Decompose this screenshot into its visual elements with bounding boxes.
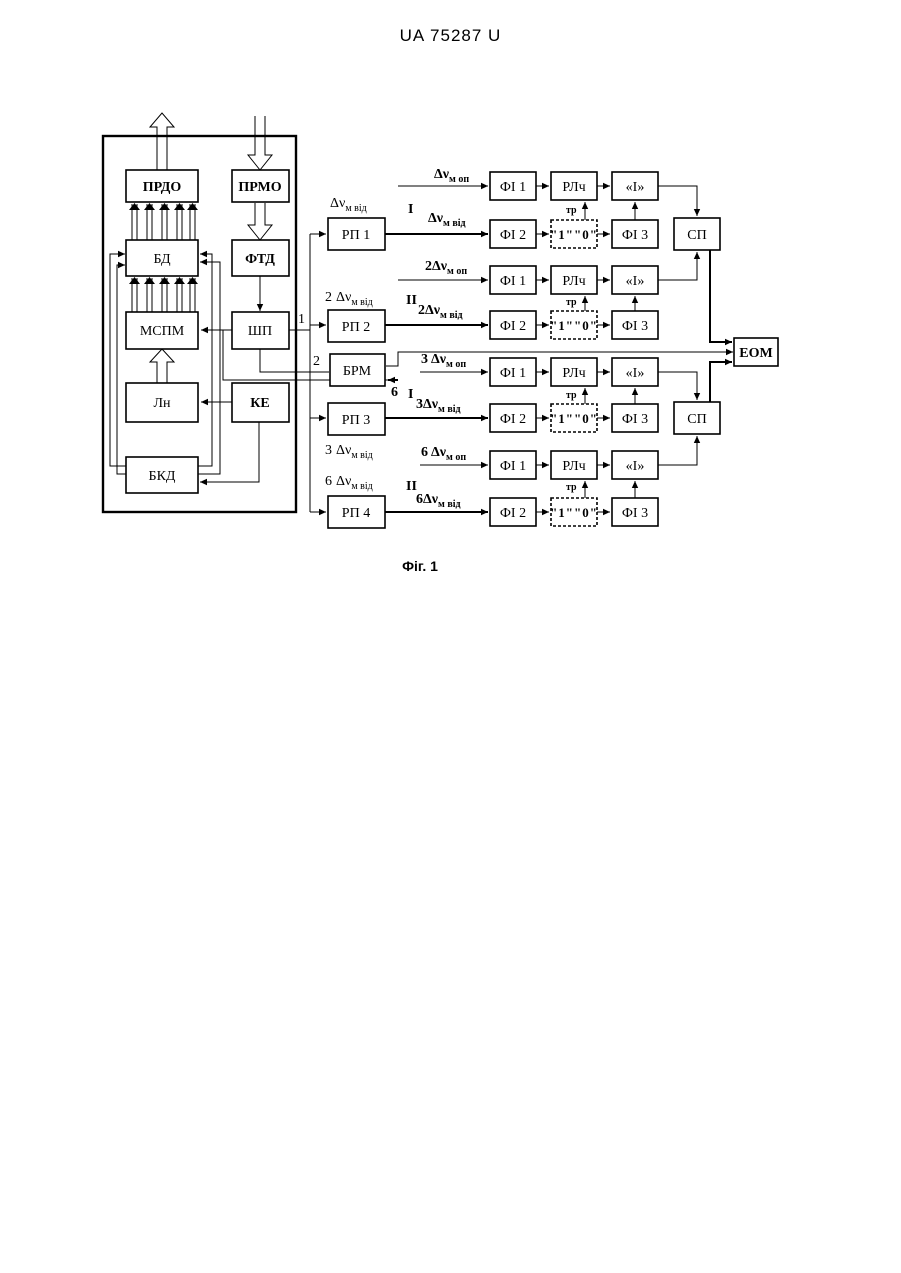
block-diagram: ПРДО ПРМО БД ФТД МСПМ ШП Лн КЕ БКД 1 2 6… [0,0,901,600]
mspm-label: МСПМ [140,324,185,339]
svg-text:ФІ 2: ФІ 2 [500,412,526,427]
prdo-label: ПРДО [143,180,182,195]
svg-text:РЛч: РЛч [562,459,585,474]
svg-text:«І»: «І» [626,274,645,289]
svg-text:3Δνм від: 3Δνм від [416,397,461,415]
input-6-label: 6 [391,385,398,400]
svg-text:ФІ 2: ФІ 2 [500,506,526,521]
ln-mspm-hollow-arrow [150,349,174,383]
svg-text:ФІ 1: ФІ 1 [500,366,526,381]
svg-text:ФІ 2: ФІ 2 [500,319,526,334]
channel-group-4: 6Δνм оп ФІ 1 РЛч «І» ІІ 6Δνм від ФІ 2 "1… [385,445,658,526]
svg-text:2Δνм оп: 2Δνм оп [425,259,467,277]
brm-label: БРМ [343,364,372,379]
input-hollow-arrow [248,116,272,170]
ref-dnu-label-1: Δνм оп [434,167,469,185]
bkd-label: БКД [149,469,176,484]
svg-text:3Δνм оп: 3Δνм оп [421,352,466,370]
svg-text:ФІ 1: ФІ 1 [500,459,526,474]
svg-text:6Δνм від: 6Δνм від [416,492,461,510]
rp3-label: РП 3 [342,413,370,428]
svg-text:6Δνм оп: 6Δνм оп [421,445,466,463]
shp-label: ШП [248,324,272,339]
input-2-label: 2 [313,354,320,369]
channel-group-3: 3Δνм оп ФІ 1 РЛч «І» І 3Δνм від ФІ 2 "1"… [385,352,658,432]
svg-text:"1""0": "1""0" [550,227,598,242]
svg-text:ФІ 3: ФІ 3 [622,506,648,521]
figure-caption: Фіг. 1 [0,558,840,574]
svg-text:ФІ 2: ФІ 2 [500,228,526,243]
rp4-dnu-label: 6Δνм від [325,474,373,492]
svg-text:ФІ 3: ФІ 3 [622,319,648,334]
ftd-label: ФТД [245,252,275,267]
rp2-dnu-label: 2Δνм від [325,290,373,308]
svg-text:ФІ 3: ФІ 3 [622,228,648,243]
ln-label: Лн [154,396,171,411]
rp1-label: РП 1 [342,228,370,243]
prmo-ftd-hollow-arrow [248,203,272,240]
svg-text:"1""0": "1""0" [550,318,598,333]
svg-text:РЛч: РЛч [562,366,585,381]
svg-text:І: І [408,202,413,217]
svg-text:ФІ 3: ФІ 3 [622,412,648,427]
bd-label: БД [153,252,171,267]
svg-text:тр: тр [566,205,577,216]
svg-text:ФІ 1: ФІ 1 [500,274,526,289]
svg-text:РЛч: РЛч [562,180,585,195]
svg-text:ІІ: ІІ [406,293,417,308]
prmo-label: ПРМО [238,180,281,195]
svg-text:«І»: «І» [626,366,645,381]
svg-text:2Δνм від: 2Δνм від [418,303,463,321]
svg-text:РЛч: РЛч [562,274,585,289]
bd-prdo-bus [129,203,198,240]
sp-top-label: СП [687,228,706,243]
mspm-bd-bus [129,277,198,312]
svg-text:тр: тр [566,297,577,308]
svg-text:І: І [408,387,413,402]
input-1-label: 1 [298,312,305,327]
sp-bottom-label: СП [687,412,706,427]
eom-label: ЕОМ [739,346,772,361]
output-hollow-arrow [150,113,174,170]
rp4-label: РП 4 [342,506,370,521]
svg-text:ФІ 1: ФІ 1 [500,180,526,195]
ke-label: КЕ [250,396,270,411]
svg-text:«І»: «І» [626,459,645,474]
channel-group-1: Δνм оп ФІ 1 РЛч «І» І Δνм від ФІ 2 "1""0… [385,167,658,248]
svg-text:тр: тр [566,390,577,401]
svg-text:«І»: «І» [626,180,645,195]
rp1-dnu-label: Δνм від [330,196,367,214]
svg-text:"1""0": "1""0" [550,411,598,426]
svg-text:тр: тр [566,482,577,493]
shp-distribution-bus [289,234,326,512]
svg-text:Δνм від: Δνм від [428,211,466,229]
rp3-dnu-label: 3Δνм від [325,443,373,461]
svg-text:"1""0": "1""0" [550,505,598,520]
channel-group-2: 2Δνм оп ФІ 1 РЛч «І» ІІ 2Δνм від ФІ 2 "1… [385,259,658,339]
rp2-label: РП 2 [342,320,370,335]
